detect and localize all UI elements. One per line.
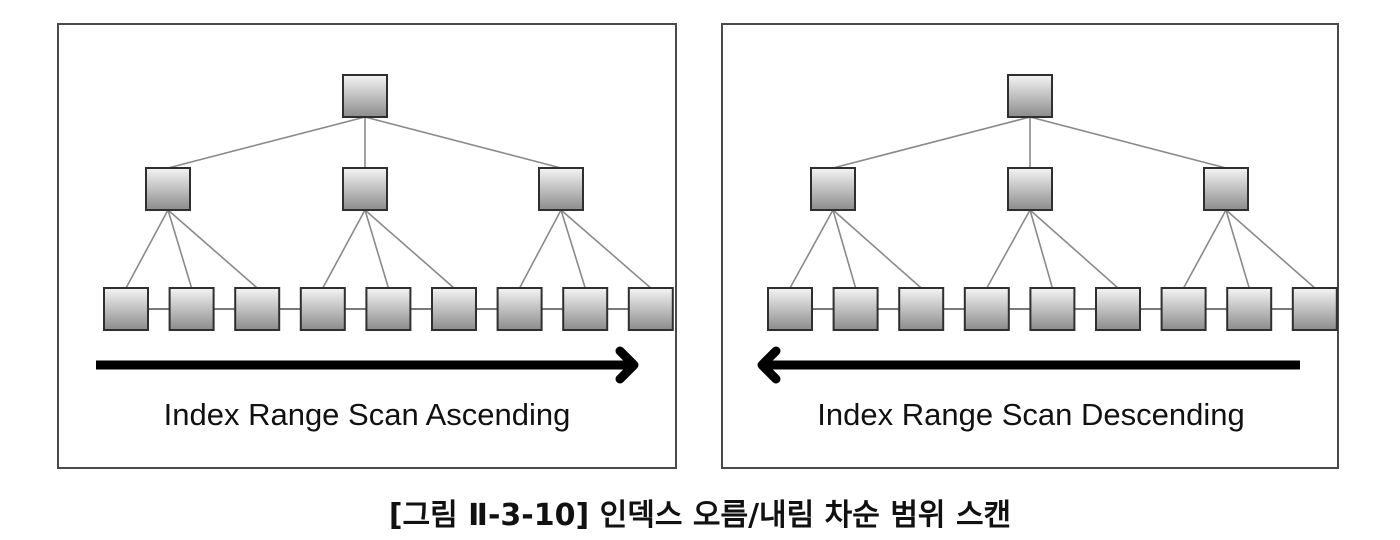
branch-node (145, 167, 191, 211)
tree-edge (167, 116, 366, 169)
leaf-node (1095, 287, 1141, 331)
leaf-node (832, 287, 879, 331)
leaf-node (1226, 287, 1273, 331)
tree-edge (1182, 209, 1227, 289)
tree-edge (518, 209, 562, 289)
panel-label: Index Range Scan Descending (817, 397, 1244, 432)
leaf-node (1029, 287, 1076, 331)
figure-caption: [그림 Ⅱ-3-10] 인덱스 오름/내림 차순 범위 스캔 (389, 498, 1011, 533)
tree-edge (322, 209, 366, 289)
scan-arrow-left (757, 346, 1300, 384)
branch-node (342, 167, 388, 211)
leaf-node (103, 287, 149, 331)
leaf-node (1291, 287, 1338, 331)
root-node (342, 74, 388, 118)
leaf-node (767, 287, 813, 331)
tree-edge (364, 116, 562, 169)
tree-edge (1225, 209, 1316, 289)
tree-edge (1225, 209, 1250, 289)
leaf-node (562, 287, 609, 331)
leaf-node (168, 287, 215, 331)
leaf-node (963, 287, 1010, 331)
tree-edge (832, 209, 857, 289)
tree-edge (789, 209, 834, 289)
tree-edge (1029, 116, 1227, 169)
scan-arrow-right (96, 346, 639, 384)
tree-edge (986, 209, 1031, 289)
tree-edge (560, 209, 586, 289)
tree-edge (1029, 209, 1119, 289)
leaf-node (898, 287, 945, 331)
b-tree-diagram (767, 74, 1338, 331)
b-tree-diagram (103, 74, 674, 331)
tree-edge (832, 209, 922, 289)
leaf-node (1160, 287, 1207, 331)
tree-edge (832, 116, 1031, 169)
panel-label: Index Range Scan Ascending (164, 397, 571, 432)
branch-node (538, 167, 584, 211)
tree-edge (167, 209, 258, 289)
tree-edge (167, 209, 193, 289)
tree-edge (560, 209, 652, 289)
tree-edge (364, 209, 390, 289)
tree-edge (364, 209, 455, 289)
leaf-node (431, 287, 477, 331)
branch-node (1203, 167, 1249, 211)
leaf-node (627, 287, 674, 331)
panel-ascending: Index Range Scan Ascending (57, 23, 677, 469)
leaf-node (234, 287, 281, 331)
tree-edge (1029, 209, 1054, 289)
branch-node (810, 167, 856, 211)
tree-edge (125, 209, 169, 289)
panel-descending: Index Range Scan Descending (721, 23, 1339, 469)
root-node (1007, 74, 1053, 118)
leaf-node (496, 287, 543, 331)
leaf-node (365, 287, 412, 331)
branch-node (1007, 167, 1053, 211)
leaf-node (299, 287, 346, 331)
